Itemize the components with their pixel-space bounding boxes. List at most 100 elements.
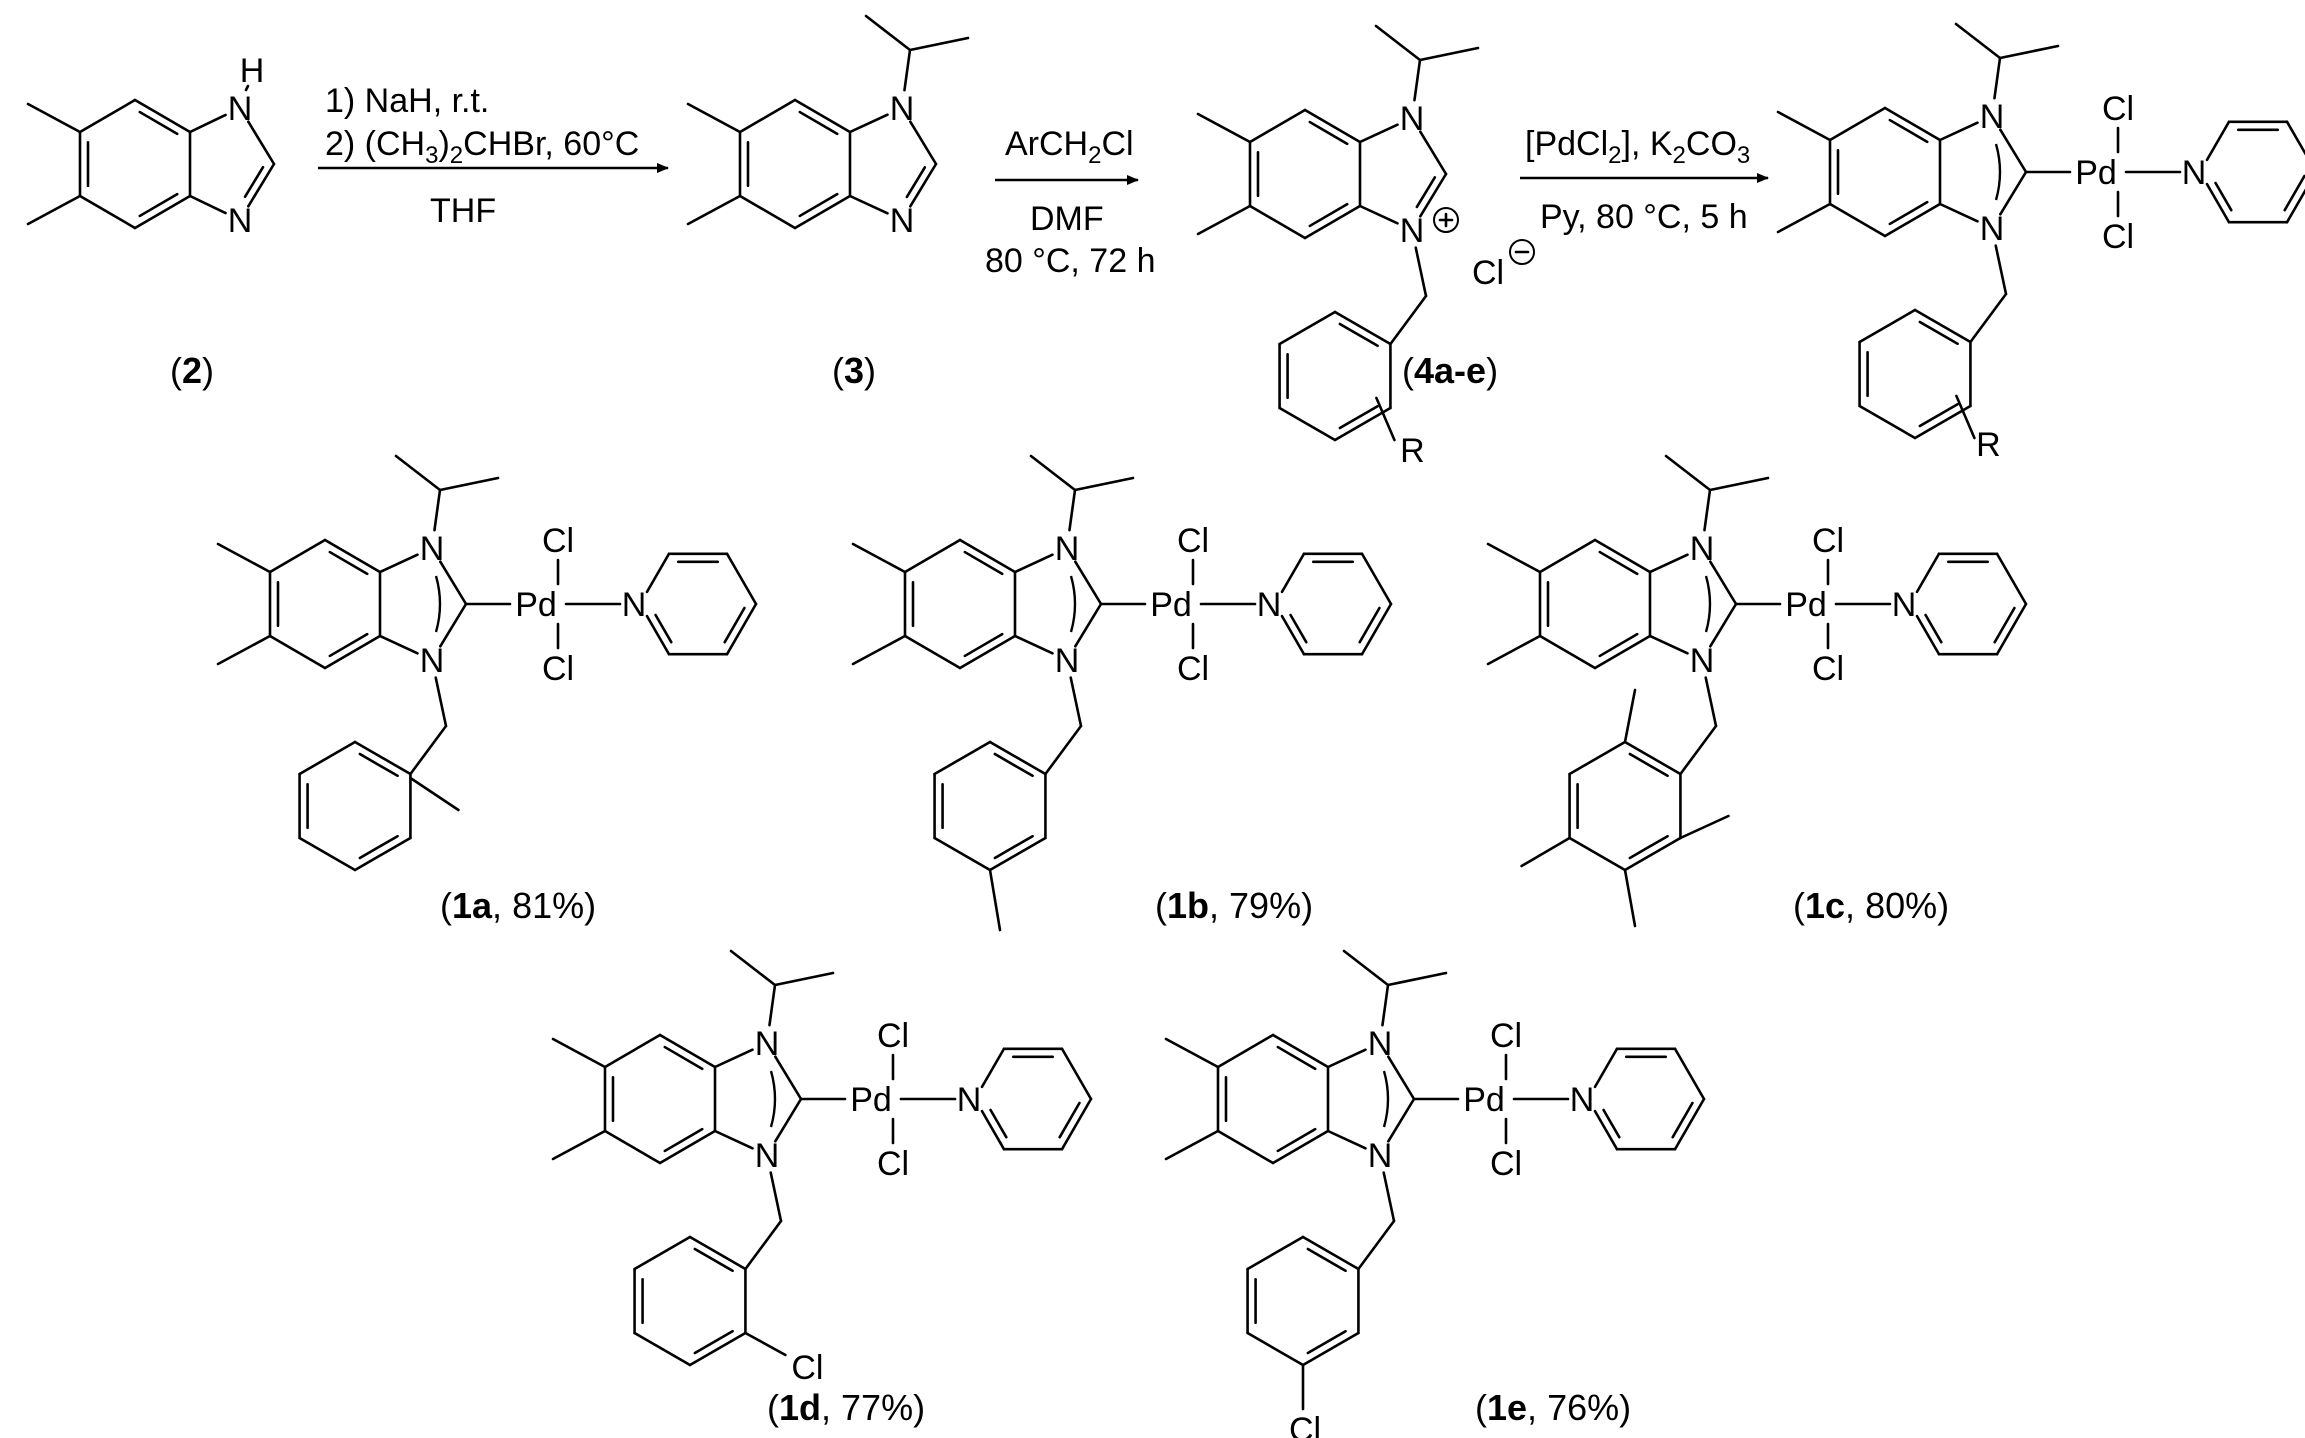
bond xyxy=(2205,182,2231,224)
bond xyxy=(1828,202,1887,238)
label-2: (2) xyxy=(170,350,214,391)
bond xyxy=(848,113,889,134)
cl-bottom-atom: Cl xyxy=(542,650,574,688)
label-4: (4a-e) xyxy=(1402,350,1498,391)
bond xyxy=(78,194,137,230)
bond xyxy=(633,1331,692,1367)
n3-atom: N xyxy=(1980,210,2005,248)
cl-top-atom: Cl xyxy=(2102,90,2134,128)
bond xyxy=(2285,120,2305,156)
bond xyxy=(1648,553,1689,574)
bond xyxy=(133,194,192,230)
cl-bottom-atom: Cl xyxy=(1490,1145,1522,1183)
bond xyxy=(658,1033,717,1069)
bond xyxy=(1888,200,1929,226)
bond xyxy=(1333,310,1392,346)
bond xyxy=(688,1235,747,1271)
bond xyxy=(1913,308,1972,344)
bond xyxy=(738,194,797,230)
cl-top-atom: Cl xyxy=(542,522,574,560)
bond xyxy=(654,613,673,644)
bond xyxy=(909,120,938,166)
bond xyxy=(358,834,399,860)
bond xyxy=(1704,676,1718,728)
bond xyxy=(1306,1247,1347,1273)
solvent-1: THF xyxy=(430,192,496,230)
ncn-arc xyxy=(769,1070,777,1128)
bond xyxy=(1888,118,1929,144)
bond xyxy=(1068,488,1077,532)
bond xyxy=(1623,740,1682,776)
bond xyxy=(1358,606,1381,644)
ncn-arc xyxy=(1382,1070,1390,1128)
bond xyxy=(1648,634,1689,655)
bond xyxy=(1308,120,1349,146)
bond xyxy=(1598,632,1639,658)
bond xyxy=(216,542,272,574)
bond xyxy=(1709,560,1738,606)
bond xyxy=(1326,1129,1367,1150)
bond xyxy=(988,868,1002,932)
bond xyxy=(993,752,1034,778)
bond xyxy=(1271,1129,1330,1165)
bond xyxy=(1248,204,1307,240)
bond xyxy=(713,1048,754,1069)
bond xyxy=(1913,404,1972,440)
bond xyxy=(138,110,179,136)
label-3: (3) xyxy=(832,350,876,391)
bond xyxy=(645,552,671,594)
bond xyxy=(603,1033,662,1069)
bond xyxy=(1413,58,1422,102)
cl-bottom-atom: Cl xyxy=(877,1145,909,1183)
bond xyxy=(247,120,276,166)
bond xyxy=(645,614,671,656)
pyridine-n-atom: N xyxy=(1257,586,1282,624)
pd-atom: Pd xyxy=(1463,1081,1505,1119)
bond xyxy=(744,1331,787,1357)
pyridine-n-atom: N xyxy=(622,586,647,624)
bond xyxy=(1164,1129,1220,1161)
bond xyxy=(774,1097,803,1143)
caption-1d: (1d, 77%) xyxy=(767,1387,925,1428)
bond xyxy=(1858,404,1917,440)
bond xyxy=(268,538,327,574)
bond xyxy=(773,971,835,987)
bond xyxy=(551,1037,607,1069)
bond xyxy=(1673,1097,1706,1151)
pyridine-n-atom: N xyxy=(1570,1081,1595,1119)
bond xyxy=(1924,613,1943,644)
bond xyxy=(793,194,852,230)
bond xyxy=(1276,1045,1317,1071)
bond xyxy=(247,162,276,208)
cl-top-atom: Cl xyxy=(1177,522,1209,560)
bond xyxy=(903,634,962,670)
bond xyxy=(138,192,179,218)
bond xyxy=(1679,814,1730,840)
bond xyxy=(725,552,758,606)
reagent-pd: [PdCl2], K2CO3 xyxy=(1525,125,1750,169)
bond xyxy=(958,538,1017,574)
bond xyxy=(1623,836,1682,872)
bond xyxy=(1044,724,1083,776)
bond xyxy=(1375,396,1396,442)
bond xyxy=(980,1047,1006,1089)
bond xyxy=(328,550,369,576)
bond xyxy=(1303,204,1362,240)
bond xyxy=(1338,404,1379,430)
bond xyxy=(1918,320,1959,346)
compound-labels: (2) (3) (4a-e) (1a, 81%) (1b, 79%) (1c, … xyxy=(170,350,1949,1428)
bond xyxy=(1271,1033,1330,1069)
bond xyxy=(1278,406,1337,442)
bond xyxy=(1593,1109,1619,1151)
bond xyxy=(693,1329,734,1355)
bond xyxy=(1389,294,1428,346)
pyridine-n-atom: N xyxy=(957,1081,982,1119)
bond xyxy=(1955,394,1976,440)
bond xyxy=(409,776,460,812)
bond xyxy=(1999,128,2028,174)
reagent-1: 1) NaH, r.t. xyxy=(325,82,489,120)
bond xyxy=(723,606,746,644)
bond xyxy=(793,98,852,134)
